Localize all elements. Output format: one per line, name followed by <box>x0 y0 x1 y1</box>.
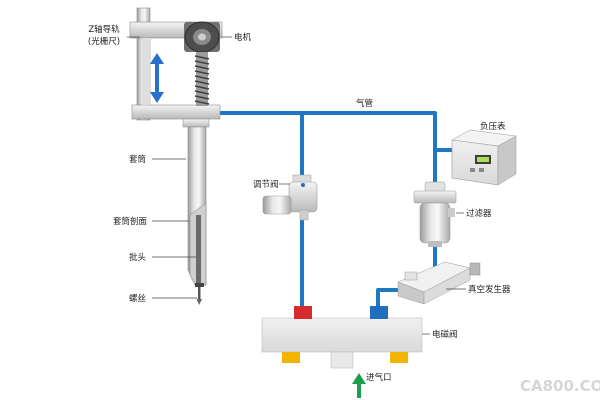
watermark: CA800.COM <box>520 377 600 395</box>
lead-screw <box>194 52 210 106</box>
label-air-inlet: 进气口 <box>366 372 392 383</box>
solenoid-valve-red-port <box>294 306 312 319</box>
air-pipe-main <box>206 111 437 192</box>
solenoid-valve-yellow-port-left <box>282 352 300 363</box>
regulator-valve <box>262 174 318 221</box>
air-pipe-vacuum-to-blue-port <box>376 288 400 310</box>
label-sleeve: 套筒 <box>129 154 146 165</box>
labels: Z轴导轨 (光栅尺) 电机 气管 负压表 套筒 调节阀 过滤器 套筒剖面 批头 … <box>88 24 600 395</box>
label-solenoid-valve: 电磁阀 <box>432 329 458 340</box>
filter <box>413 181 457 247</box>
solenoid-valve <box>261 306 423 369</box>
negative-pressure-gauge <box>451 129 517 186</box>
solenoid-valve-yellow-port-right <box>390 352 408 363</box>
label-z-axis-rail: Z轴导轨 <box>88 24 120 35</box>
leader-lines <box>127 36 466 335</box>
label-vacuum-generator: 真空发生器 <box>468 284 511 295</box>
motion-arrow-icon <box>150 53 164 103</box>
label-air-pipe: 气管 <box>356 98 373 109</box>
label-sleeve-section: 套筒剖面 <box>113 216 148 227</box>
label-gauge: 负压表 <box>480 121 506 132</box>
label-bit: 批头 <box>129 252 147 263</box>
label-screw: 螺丝 <box>129 293 147 304</box>
sleeve-assembly <box>182 118 210 305</box>
label-z-axis-rail-sub: (光栅尺) <box>88 36 120 47</box>
motor <box>184 21 220 53</box>
label-motor: 电机 <box>234 32 252 43</box>
solenoid-valve-blue-port <box>370 306 388 319</box>
inlet-arrow-icon <box>352 373 366 398</box>
label-regulator: 调节阀 <box>253 180 279 190</box>
label-filter: 过滤器 <box>466 208 492 219</box>
vacuum-generator <box>397 261 481 305</box>
